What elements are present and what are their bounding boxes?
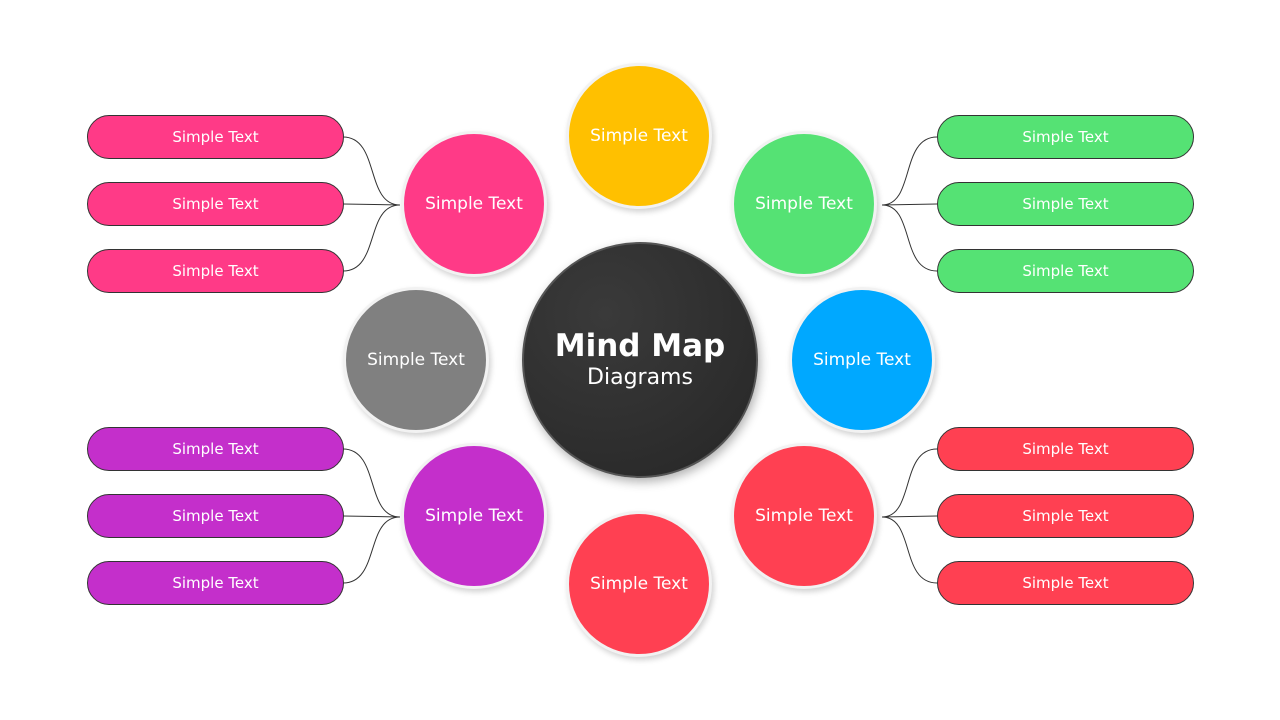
branch-bottom-left-1: Simple Text	[87, 427, 344, 471]
branch-bottom-left-2: Simple Text	[87, 494, 344, 538]
node-bottom: Simple Text	[566, 511, 712, 657]
branch-bottom-right-1: Simple Text	[937, 427, 1194, 471]
central-node: Mind Map Diagrams	[522, 242, 758, 478]
branch-top-right-3: Simple Text	[937, 249, 1194, 293]
branch-bottom-right-3: Simple Text	[937, 561, 1194, 605]
branch-bottom-left-3: Simple Text	[87, 561, 344, 605]
central-title: Mind Map	[554, 328, 726, 364]
branch-top-left-3: Simple Text	[87, 249, 344, 293]
central-subtitle: Diagrams	[587, 365, 693, 390]
branch-top-right-2: Simple Text	[937, 182, 1194, 226]
branch-top-right-1: Simple Text	[937, 115, 1194, 159]
branch-top-left-2: Simple Text	[87, 182, 344, 226]
branch-bottom-right-2: Simple Text	[937, 494, 1194, 538]
node-bottom-right: Simple Text	[731, 443, 877, 589]
node-top: Simple Text	[566, 63, 712, 209]
branch-top-left-1: Simple Text	[87, 115, 344, 159]
node-top-left: Simple Text	[401, 131, 547, 277]
node-top-right: Simple Text	[731, 131, 877, 277]
node-left: Simple Text	[343, 287, 489, 433]
node-right: Simple Text	[789, 287, 935, 433]
node-bottom-left: Simple Text	[401, 443, 547, 589]
